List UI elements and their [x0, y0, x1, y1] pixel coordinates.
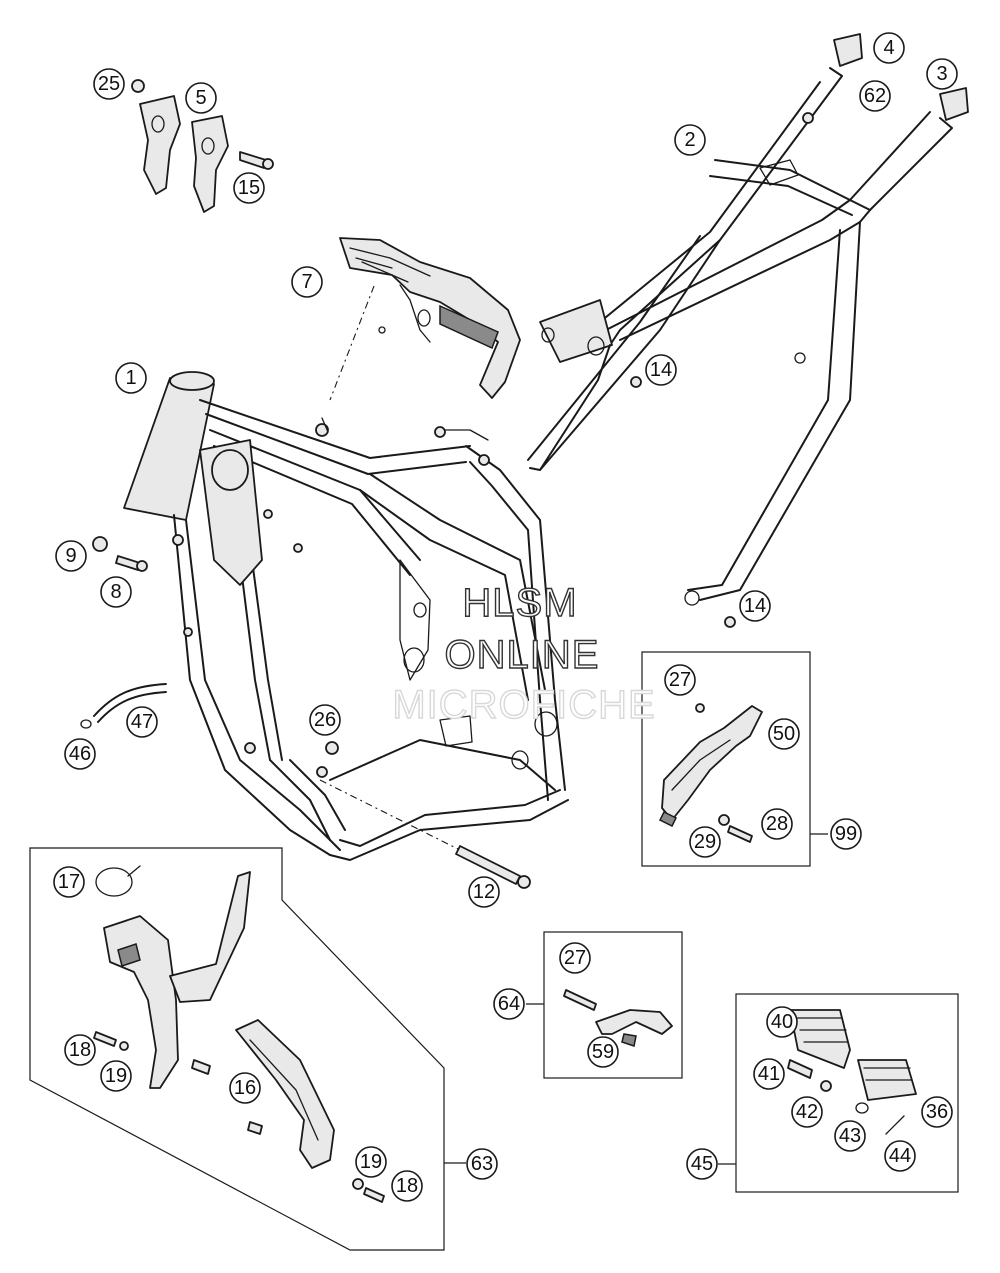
subframe [527, 67, 953, 606]
callout-64: 64 [493, 988, 525, 1020]
callout-25: 25 [93, 68, 125, 100]
svg-text:15: 15 [238, 177, 260, 199]
callout-43: 43 [834, 1120, 866, 1152]
svg-text:44: 44 [889, 1145, 911, 1167]
svg-text:41: 41 [758, 1063, 780, 1085]
callout-28: 28 [761, 808, 793, 840]
callout-17: 17 [53, 866, 85, 898]
svg-text:42: 42 [796, 1101, 818, 1123]
svg-text:3: 3 [936, 63, 947, 85]
callout-2: 2 [674, 124, 706, 156]
svg-text:25: 25 [98, 73, 120, 95]
swingarm-pivot-bolt [319, 741, 531, 889]
svg-text:26: 26 [314, 709, 336, 731]
svg-text:36: 36 [926, 1101, 948, 1123]
svg-text:8: 8 [110, 581, 121, 603]
callout-3: 3 [926, 58, 958, 90]
callout-62: 62 [859, 80, 891, 112]
frame-protector-kit [29, 847, 466, 1251]
callout-26: 26 [309, 704, 341, 736]
callout-47: 47 [126, 706, 158, 738]
svg-text:18: 18 [396, 1175, 418, 1197]
svg-text:14: 14 [650, 359, 672, 381]
callout-99: 99 [830, 818, 862, 850]
svg-text:12: 12 [473, 881, 495, 903]
engine-brackets [131, 79, 274, 213]
callout-42: 42 [791, 1096, 823, 1128]
svg-text:27: 27 [564, 947, 586, 969]
callout-9: 9 [55, 540, 87, 572]
svg-text:43: 43 [839, 1125, 861, 1147]
callout-15: 15 [233, 172, 265, 204]
callout-5: 5 [185, 82, 217, 114]
caps [630, 33, 969, 628]
footpeg-kit [718, 993, 959, 1193]
svg-text:99: 99 [835, 823, 857, 845]
skid-plate [321, 237, 521, 433]
callout-19-left: 19 [100, 1060, 132, 1092]
svg-text:50: 50 [773, 723, 795, 745]
svg-text:40: 40 [771, 1011, 793, 1033]
chain-slider-kit [526, 931, 683, 1079]
callout-12: 12 [468, 876, 500, 908]
watermark-line3: MICROFICHE [392, 683, 655, 727]
svg-text:17: 17 [58, 871, 80, 893]
callout-44: 44 [884, 1140, 916, 1172]
callout-40: 40 [766, 1006, 798, 1038]
callout-18-right: 18 [391, 1170, 423, 1202]
svg-text:5: 5 [195, 87, 206, 109]
callout-16: 16 [229, 1072, 261, 1104]
svg-text:9: 9 [65, 545, 76, 567]
svg-text:59: 59 [592, 1041, 614, 1063]
svg-text:46: 46 [69, 743, 91, 765]
main-frame [123, 371, 569, 861]
svg-text:7: 7 [301, 271, 312, 293]
svg-text:1: 1 [125, 367, 136, 389]
svg-text:2: 2 [684, 129, 695, 151]
callout-46: 46 [64, 738, 96, 770]
callout-1: 1 [115, 362, 147, 394]
callout-8: 8 [100, 576, 132, 608]
callout-29: 29 [689, 826, 721, 858]
svg-text:62: 62 [864, 85, 886, 107]
callout-19-right: 19 [355, 1146, 387, 1178]
svg-text:63: 63 [471, 1153, 493, 1175]
svg-text:4: 4 [883, 37, 894, 59]
svg-text:14: 14 [744, 595, 766, 617]
callout-36: 36 [921, 1096, 953, 1128]
svg-text:29: 29 [694, 831, 716, 853]
watermark-line1: HLSM [462, 581, 577, 625]
callout-14-upper: 14 [645, 354, 677, 386]
callout-45: 45 [686, 1148, 718, 1180]
svg-text:28: 28 [766, 813, 788, 835]
svg-text:27: 27 [669, 669, 691, 691]
svg-text:18: 18 [69, 1039, 91, 1061]
callout-14-lower: 14 [739, 590, 771, 622]
callout-7: 7 [291, 266, 323, 298]
watermark: HLSM ONLINE MICROFICHE [392, 580, 656, 727]
callout-4: 4 [873, 32, 905, 64]
svg-text:45: 45 [691, 1153, 713, 1175]
callout-63: 63 [466, 1148, 498, 1180]
chain-guide-kit [641, 651, 828, 867]
callout-27-chain-guide: 27 [664, 664, 696, 696]
svg-text:16: 16 [234, 1077, 256, 1099]
svg-text:64: 64 [498, 993, 520, 1015]
svg-text:19: 19 [360, 1151, 382, 1173]
callout-27-chain-slider: 27 [559, 942, 591, 974]
hose [80, 683, 167, 729]
callout-41: 41 [753, 1058, 785, 1090]
bolts-left [92, 536, 148, 572]
callout-59: 59 [587, 1036, 619, 1068]
watermark-line2: ONLINE [445, 633, 600, 677]
svg-text:47: 47 [131, 711, 153, 733]
callout-18-left: 18 [64, 1034, 96, 1066]
callout-50: 50 [768, 718, 800, 750]
svg-text:19: 19 [105, 1065, 127, 1087]
